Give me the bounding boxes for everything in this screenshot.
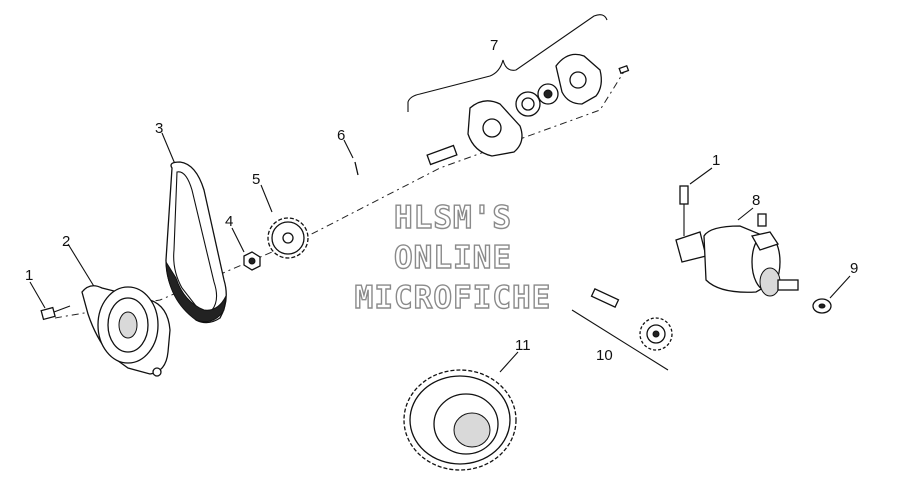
part-4-nut[interactable] (231, 227, 261, 271)
part-2-cover-plate[interactable] (67, 243, 171, 377)
callout-1-left: 1 (25, 267, 33, 284)
part-9-washer[interactable] (812, 275, 851, 314)
callout-5: 5 (252, 171, 260, 188)
watermark-line-1: HLSM'S (394, 200, 512, 236)
part-1-bolt-left[interactable] (29, 281, 71, 321)
part-3-chain[interactable] (161, 132, 227, 324)
part-10-starter-drive-gear[interactable] (571, 288, 673, 371)
watermark: HLSM'S ONLINE MICROFICHE (354, 199, 552, 316)
watermark-line-2: ONLINE (394, 240, 512, 276)
part-8-starter-motor[interactable] (675, 207, 799, 297)
part-6-pin[interactable] (343, 139, 359, 176)
part-11-starter-gear[interactable] (403, 351, 519, 471)
part-7-oil-pump-assembly[interactable] (407, 14, 630, 166)
callout-10: 10 (596, 347, 613, 364)
callout-8: 8 (752, 192, 760, 209)
callout-3: 3 (155, 120, 163, 137)
callout-9: 9 (850, 260, 858, 277)
watermark-line-3: MICROFICHE (355, 280, 552, 316)
callout-1-right: 1 (712, 152, 720, 169)
callout-4: 4 (225, 213, 233, 230)
callout-6: 6 (337, 127, 345, 144)
part-1-bolt-right[interactable] (679, 167, 713, 236)
part-5-sprocket[interactable] (260, 184, 309, 259)
callout-2: 2 (62, 233, 70, 250)
callout-7: 7 (490, 37, 498, 54)
callout-11: 11 (515, 337, 531, 354)
